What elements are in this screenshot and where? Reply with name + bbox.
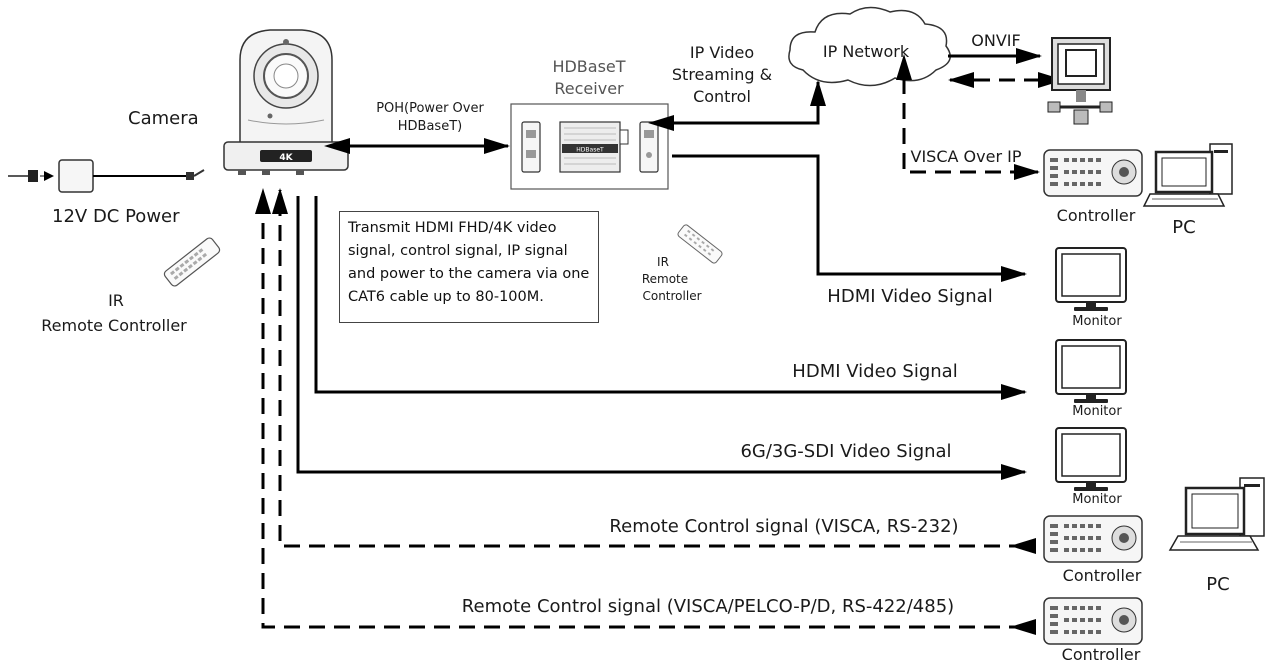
rs422-control-connection (255, 188, 1025, 629)
onvif-label: ONVIF (971, 31, 1020, 50)
rs422-signal-label: Remote Control signal (VISCA/PELCO-P/D, … (462, 596, 954, 617)
monitor-icon (1055, 427, 1127, 491)
receiver-label-2: Receiver (554, 79, 624, 98)
ip-video-label-2: Streaming & (672, 65, 772, 84)
ir-remote-mid-label-3: Controller (642, 289, 701, 303)
network-pc-icon (1047, 37, 1113, 125)
controller-icon (1043, 149, 1143, 197)
monitor-label-2: Monitor (1072, 404, 1122, 419)
sdi-signal-label: 6G/3G-SDI Video Signal (740, 441, 951, 462)
pc-icon (1142, 143, 1233, 207)
monitor-icon (1055, 339, 1127, 403)
ip-video-label-3: Control (693, 87, 751, 106)
receiver-label-1: HDBaseT (552, 57, 625, 76)
transmission-note: Transmit HDMI FHD/4K video signal, contr… (339, 211, 599, 323)
poh-label-2: HDBaseT) (398, 119, 462, 134)
controller-label-2: Controller (1063, 566, 1142, 585)
hdbaset-receiver-icon: HDBaseT (510, 103, 669, 190)
hdmi-signal-label-2: HDMI Video Signal (792, 361, 957, 382)
ip-video-label-1: IP Video (690, 43, 754, 62)
controller-label-3: Controller (1062, 645, 1141, 664)
hdmi-camera-connection (314, 196, 1027, 400)
ir-remote-left-label-1: IR (108, 291, 124, 310)
ip-video-connection (648, 80, 826, 131)
camera-label: Camera (128, 108, 199, 129)
poh-label-1: POH(Power Over (376, 101, 484, 116)
ir-remote-mid-label-1: IR (657, 255, 669, 269)
controller-icon (1043, 515, 1143, 563)
ir-remote-mid-icon (677, 224, 723, 264)
visca-over-ip-connection (896, 54, 1040, 180)
pc-label-2: PC (1206, 574, 1229, 595)
sdi-camera-connection (296, 196, 1027, 480)
rs232-control-connection (272, 188, 1025, 548)
monitor-icon (1055, 247, 1127, 311)
monitor-label-1: Monitor (1072, 314, 1122, 329)
ir-remote-mid-label-2: Remote (642, 272, 688, 286)
monitor-label-3: Monitor (1072, 492, 1122, 507)
receiver-device-text: HDBaseT (576, 147, 604, 154)
hdmi-receiver-connection (672, 154, 1027, 282)
pc-icon (1168, 477, 1265, 551)
pc-label-1: PC (1172, 217, 1195, 238)
power-adapter-icon (8, 159, 205, 193)
controller-icon (1043, 597, 1143, 645)
camera-4k-badge: 4K (279, 153, 293, 163)
rs232-signal-label: Remote Control signal (VISCA, RS-232) (609, 516, 958, 537)
ip-network-label: IP Network (823, 42, 910, 61)
dc-power-label: 12V DC Power (52, 206, 180, 227)
controller-label-1: Controller (1057, 206, 1136, 225)
visca-over-ip-label: VISCA Over IP (911, 147, 1022, 166)
ir-remote-icon (163, 237, 221, 287)
ptz-camera-icon: 4K (223, 29, 349, 175)
hdmi-signal-label-1: HDMI Video Signal (827, 286, 992, 307)
ir-remote-left-label-2: Remote Controller (41, 316, 187, 335)
